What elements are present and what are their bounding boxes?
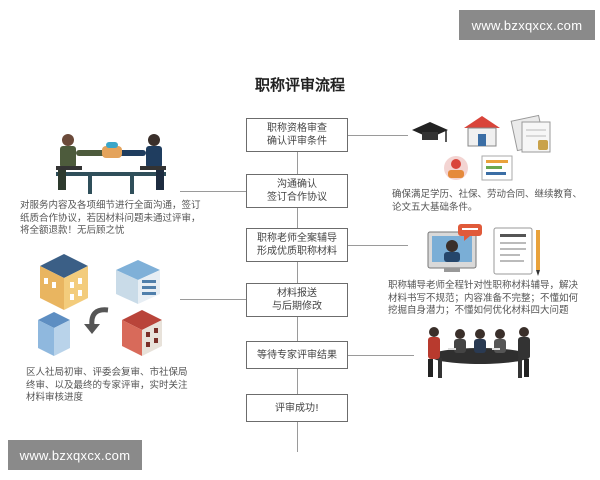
step-qualification-review: 职称资格审查确认评审条件 bbox=[246, 118, 348, 152]
connector-right-1 bbox=[348, 135, 408, 136]
connector-right-5 bbox=[348, 355, 414, 356]
education-icons-illustration bbox=[412, 114, 551, 181]
step-success: 评审成功! bbox=[246, 394, 348, 422]
buildings-illustration bbox=[38, 254, 162, 356]
step-submit-materials: 材料报送与后期修改 bbox=[246, 283, 348, 317]
online-tutor-illustration bbox=[427, 224, 540, 276]
badge-icon bbox=[444, 156, 468, 180]
step-await-results: 等待专家评审结果 bbox=[246, 341, 348, 369]
desc-right-top: 确保满足学历、社保、劳动合同、继续教育、 论文五大基础条件。 bbox=[392, 189, 583, 213]
watermark-bottom: www.bzxqxcx.com bbox=[8, 440, 142, 470]
graduation-cap-icon bbox=[412, 122, 448, 142]
certificate-icon bbox=[481, 155, 513, 181]
page-title: 职称评审流程 bbox=[254, 76, 345, 94]
connector-left-2 bbox=[180, 191, 246, 192]
conference-meeting-illustration bbox=[428, 327, 530, 378]
handshake-meeting-illustration bbox=[56, 134, 166, 194]
step-full-tutoring: 职称老师全案辅导形成优质职称材料 bbox=[246, 228, 348, 262]
connector-right-3 bbox=[348, 245, 408, 246]
connector-left-4 bbox=[180, 299, 246, 300]
watermark-top: www.bzxqxcx.com bbox=[459, 10, 595, 40]
documents-icon bbox=[510, 114, 551, 153]
desc-left-bottom: 区人社局初审、评委会复审、市社保局 终审、以及最终的专家评审，实时关注 材料审核… bbox=[26, 367, 188, 403]
step-sign-agreement: 沟通确认签订合作协议 bbox=[246, 174, 348, 208]
desc-left-top: 对服务内容及各项细节进行全面沟通，签订 纸质合作协议，若因材料问题未通过评审， … bbox=[20, 200, 201, 236]
desc-right-middle: 职称辅导老师全程针对性职称材料辅导，解决 材料书写不规范；内容准备不完整；不懂如… bbox=[388, 280, 579, 316]
house-icon bbox=[464, 116, 500, 147]
